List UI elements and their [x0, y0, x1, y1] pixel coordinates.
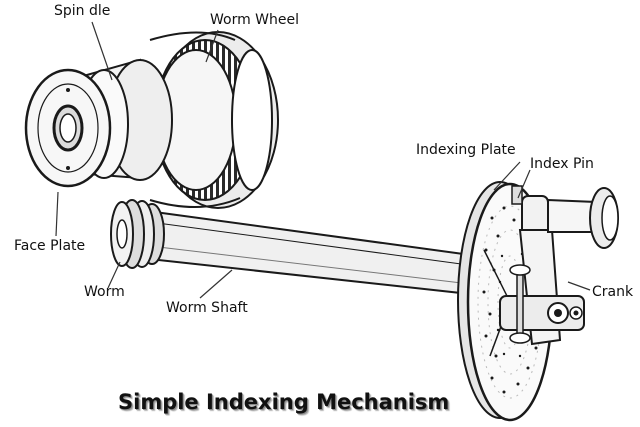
index-pin — [511, 185, 619, 249]
label-worm: Worm — [84, 284, 125, 300]
worm — [110, 199, 165, 269]
label-worm-wheel: Worm Wheel — [210, 12, 300, 28]
pointer-lines — [55, 21, 591, 299]
label-face-plate: Face Plate — [14, 238, 86, 254]
label-worm-shaft: Worm Shaft — [166, 300, 248, 316]
face-plate — [24, 68, 112, 188]
label-crank: Crank — [592, 284, 634, 300]
label-index-pin: Index Pin — [530, 156, 594, 172]
diagram-title: Simple Indexing Mechanism — [118, 390, 450, 414]
label-indexing-plate: Indexing Plate — [416, 142, 516, 158]
worm-shaft — [139, 208, 480, 296]
worm-wheel — [149, 31, 279, 209]
label-spindle: Spin dle — [54, 3, 111, 19]
